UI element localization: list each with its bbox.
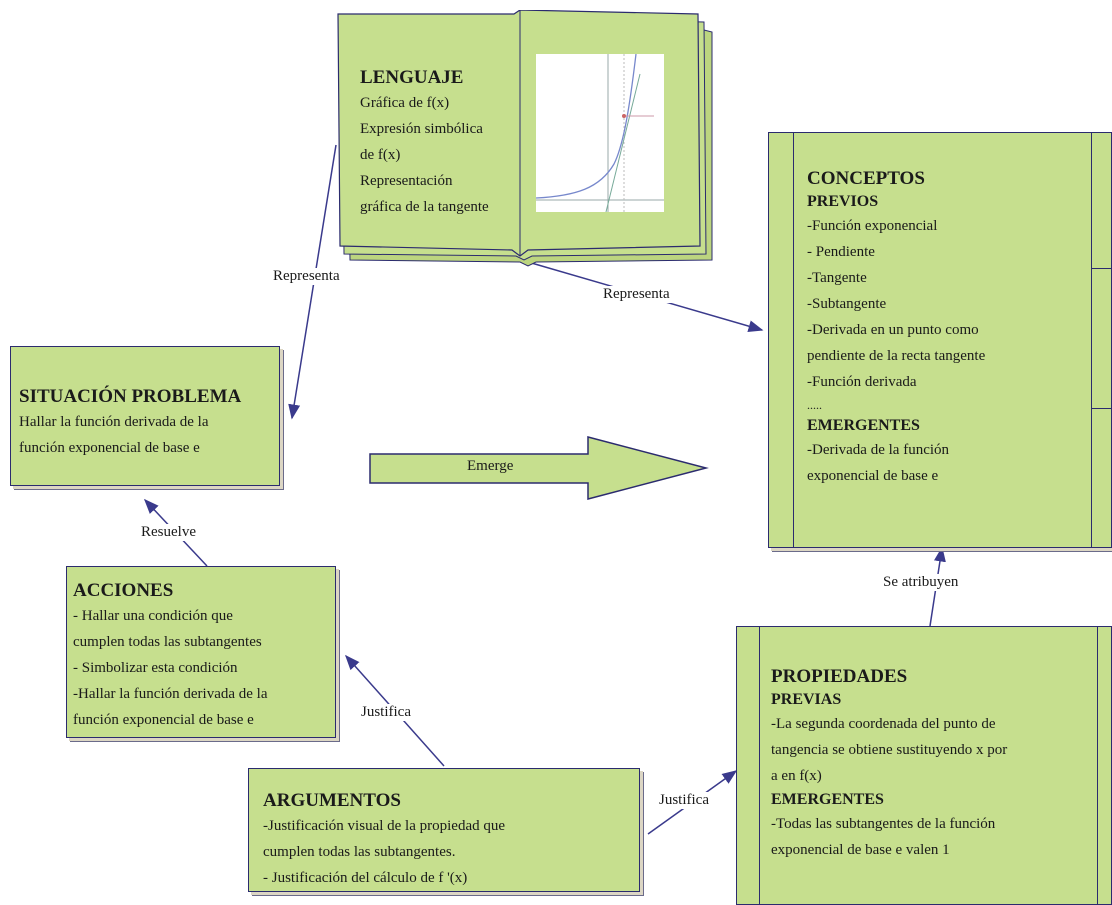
propiedades-title: PROPIEDADES bbox=[771, 666, 908, 687]
conceptos-previo-item: -Tangente bbox=[807, 270, 867, 286]
propiedades-previas-heading: PREVIAS bbox=[771, 691, 842, 708]
conceptos-previo-item: -Función derivada bbox=[807, 374, 917, 390]
propiedades-previa-item: tangencia se obtiene sustituyendo x por bbox=[771, 742, 1008, 758]
argumentos-item: cumplen todas las subtangentes. bbox=[263, 844, 456, 860]
lenguaje-item: de f(x) bbox=[360, 147, 401, 163]
acciones-item: función exponencial de base e bbox=[73, 712, 254, 728]
propiedades-box: PROPIEDADES PREVIAS -La segunda coordena… bbox=[736, 626, 1112, 905]
emerge-arrow bbox=[369, 436, 709, 500]
acciones-title: ACCIONES bbox=[73, 580, 174, 601]
propiedades-emergente-item: -Todas las subtangentes de la función bbox=[771, 816, 996, 832]
conceptos-previo-item: -Subtangente bbox=[807, 296, 887, 312]
situacion-title: SITUACIÓN PROBLEMA bbox=[19, 386, 242, 407]
label-representa-left: Representa bbox=[270, 268, 343, 285]
situacion-item: función exponencial de base e bbox=[19, 440, 200, 456]
conceptos-side-divider bbox=[1091, 268, 1111, 269]
label-se-atribuyen: Se atribuyen bbox=[880, 574, 962, 591]
label-justifica-left: Justifica bbox=[358, 704, 414, 721]
conceptos-previo-item: -Derivada en un punto como bbox=[807, 322, 979, 338]
situacion-text: SITUACIÓN PROBLEMA Hallar la función der… bbox=[19, 385, 241, 461]
label-justifica-right: Justifica bbox=[656, 792, 712, 809]
label-representa-right: Representa bbox=[600, 286, 673, 303]
acciones-item: cumplen todas las subtangentes bbox=[73, 634, 262, 650]
argumentos-box: ARGUMENTOS -Justificación visual de la p… bbox=[248, 768, 640, 892]
propiedades-previa-item: a en f(x) bbox=[771, 768, 822, 784]
lenguaje-book: LENGUAJE Gráfica de f(x) Expresión simbó… bbox=[336, 10, 722, 268]
box-stripe bbox=[1097, 627, 1098, 904]
situacion-item: Hallar la función derivada de la bbox=[19, 414, 209, 430]
conceptos-previo-item: - Pendiente bbox=[807, 244, 875, 260]
argumentos-item: -Justificación visual de la propiedad qu… bbox=[263, 818, 506, 834]
label-emerge: Emerge bbox=[467, 458, 514, 474]
lenguaje-title: LENGUAJE bbox=[360, 67, 464, 88]
conceptos-emergente-item: -Derivada de la función bbox=[807, 442, 950, 458]
argumentos-item: - Justificación del cálculo de f '(x) bbox=[263, 870, 468, 886]
lenguaje-text: LENGUAJE Gráfica de f(x) Expresión simbó… bbox=[360, 66, 489, 220]
propiedades-emergentes-heading: EMERGENTES bbox=[771, 791, 884, 808]
acciones-item: -Hallar la función derivada de la bbox=[73, 686, 268, 702]
box-stripe bbox=[1091, 133, 1092, 547]
conceptos-previo-item: pendiente de la recta tangente bbox=[807, 348, 986, 364]
situacion-box: SITUACIÓN PROBLEMA Hallar la función der… bbox=[10, 346, 280, 486]
lenguaje-item: Representación bbox=[360, 173, 453, 189]
lenguaje-item: Expresión simbólica bbox=[360, 121, 483, 137]
acciones-box: ACCIONES - Hallar una condición que cump… bbox=[66, 566, 336, 738]
propiedades-emergente-item: exponencial de base e valen 1 bbox=[771, 842, 950, 858]
acciones-item: - Hallar una condición que bbox=[73, 608, 233, 624]
propiedades-text: PROPIEDADES PREVIAS -La segunda coordena… bbox=[771, 665, 1007, 863]
lenguaje-item: gráfica de la tangente bbox=[360, 199, 489, 215]
conceptos-previo-item: ..... bbox=[807, 398, 822, 412]
propiedades-previa-item: -La segunda coordenada del punto de bbox=[771, 716, 996, 732]
conceptos-emergente-item: exponencial de base e bbox=[807, 468, 939, 484]
acciones-item: - Simbolizar esta condición bbox=[73, 660, 238, 676]
conceptos-box: CONCEPTOS PREVIOS -Función exponencial -… bbox=[768, 132, 1112, 548]
conceptos-previo-item: -Función exponencial bbox=[807, 218, 938, 234]
acciones-text: ACCIONES - Hallar una condición que cump… bbox=[73, 579, 268, 733]
conceptos-emergentes-heading: EMERGENTES bbox=[807, 417, 920, 434]
conceptos-previos-heading: PREVIOS bbox=[807, 193, 879, 210]
lenguaje-item: Gráfica de f(x) bbox=[360, 95, 450, 111]
conceptos-title: CONCEPTOS bbox=[807, 168, 925, 189]
box-stripe bbox=[793, 133, 794, 547]
exponential-graph-image bbox=[536, 54, 664, 212]
argumentos-text: ARGUMENTOS -Justificación visual de la p… bbox=[263, 789, 505, 891]
box-stripe bbox=[759, 627, 760, 904]
argumentos-title: ARGUMENTOS bbox=[263, 790, 401, 811]
conceptos-side-divider bbox=[1091, 408, 1111, 409]
conceptos-text: CONCEPTOS PREVIOS -Función exponencial -… bbox=[807, 167, 985, 489]
label-resuelve: Resuelve bbox=[138, 524, 199, 541]
